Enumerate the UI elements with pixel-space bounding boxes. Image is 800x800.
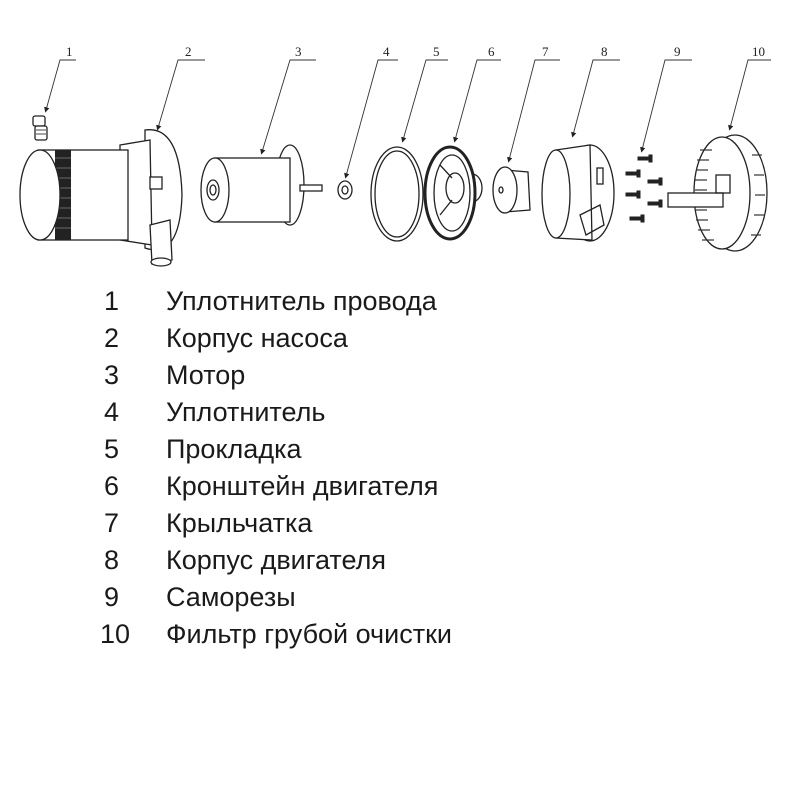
callout-numbers: 1 2 3 4 5 6 7 8 9 10 [66,44,765,59]
legend-label: Корпус насоса [166,323,348,353]
legend-item: 3 Мотор [100,357,452,394]
legend-number: 9 [104,582,120,612]
legend-item: 2 Корпус насоса [100,320,452,357]
legend-item: 6 Кронштейн двигателя [100,468,452,505]
legend-item: 4 Уплотнитель [100,394,452,431]
legend-label: Крыльчатка [166,508,313,538]
legend-label: Уплотнитель провода [166,286,437,316]
legend-number: 2 [104,323,120,353]
part-4-seal [337,180,353,200]
legend-number: 4 [104,397,120,427]
legend-label: Корпус двигателя [166,545,386,575]
part-1-wire-seal [32,115,48,141]
legend-item: 9 Саморезы [100,579,452,616]
legend-label: Мотор [166,360,246,390]
legend-number: 10 [100,619,131,649]
legend-number: 8 [104,545,120,575]
legend-label: Прокладка [166,434,302,464]
legend-number: 7 [104,508,120,538]
legend-item: 10 Фильтр грубой очистки [100,616,452,653]
part-8-motor-housing [541,144,615,242]
callout-9: 9 [674,44,681,59]
part-9-screws [625,154,663,223]
part-3-motor [200,144,323,226]
legend-item: 7 Крыльчатка [100,505,452,542]
legend-item: 5 Прокладка [100,431,452,468]
callout-5: 5 [433,44,440,59]
parts-legend: 1 Уплотнитель провода 2 Корпус насоса 3 … [100,283,452,653]
callout-2: 2 [185,44,192,59]
legend-number: 1 [104,286,120,316]
callout-10: 10 [752,44,765,59]
part-10-coarse-filter [667,134,768,252]
legend-label: Саморезы [166,582,296,612]
part-7-impeller [492,166,531,214]
part-6-motor-bracket [423,145,483,241]
legend-item: 8 Корпус двигателя [100,542,452,579]
callout-6: 6 [488,44,495,59]
exploded-pump-diagram: 1 2 3 4 5 6 7 8 9 10 [19,44,771,267]
legend-number: 5 [104,434,120,464]
part-2-pump-housing [19,129,183,267]
callout-7: 7 [542,44,549,59]
part-5-gasket [370,146,424,242]
legend-label: Уплотнитель [166,397,326,427]
legend-label: Фильтр грубой очистки [166,619,452,649]
callout-1: 1 [66,44,73,59]
callout-8: 8 [601,44,608,59]
callout-4: 4 [383,44,390,59]
leader-lines [44,59,771,179]
legend-number: 6 [104,471,120,501]
legend-label: Кронштейн двигателя [166,471,439,501]
legend-number: 3 [104,360,120,390]
callout-3: 3 [295,44,302,59]
legend-item: 1 Уплотнитель провода [100,283,452,320]
